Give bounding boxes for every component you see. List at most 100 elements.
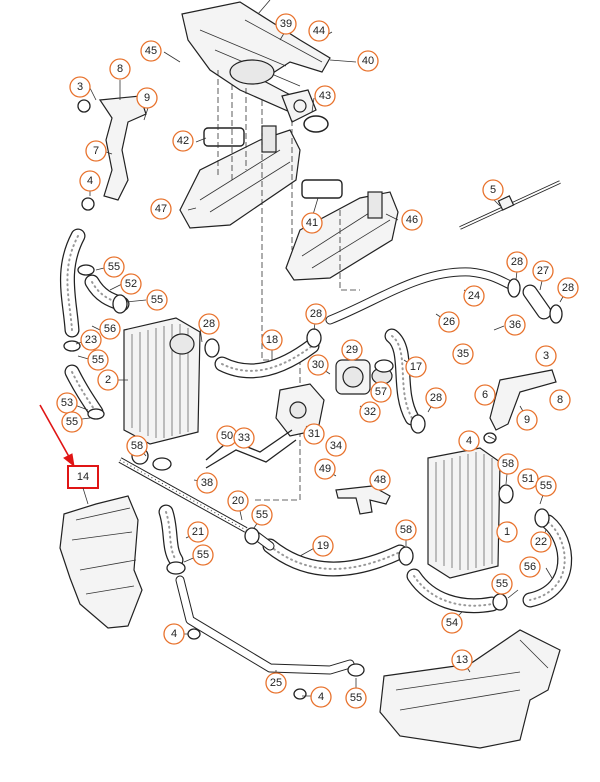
callout-7: 7 [85,140,107,162]
callout-47: 47 [150,198,172,220]
callout-49: 49 [314,458,336,480]
callout-label: 55 [256,509,268,521]
cable-tie-5 [459,180,561,230]
callout-22: 22 [530,531,552,553]
highlight-arrow [39,404,75,468]
callout-label: 3 [543,350,549,362]
callout-label: 55 [108,261,120,273]
callout-label: 55 [496,578,508,590]
callout-5: 5 [482,179,504,201]
callout-55: 55 [103,256,125,278]
hose-21 [158,504,184,568]
callout-58: 58 [126,435,148,457]
callout-label: 58 [502,458,514,470]
callout-label: 4 [466,435,472,447]
intercooler-right [427,447,501,579]
callout-3: 3 [535,345,557,367]
callout-8: 8 [549,389,571,411]
callout-label: 55 [66,416,78,428]
callout-36: 36 [504,314,526,336]
callout-label: 27 [537,265,549,277]
callout-54: 54 [441,612,463,634]
callout-label: 17 [410,361,422,373]
callout-38: 38 [196,472,218,494]
callout-9: 9 [516,409,538,431]
callout-28: 28 [198,313,220,335]
callout-label: 4 [318,691,324,703]
hose-22 [522,514,573,608]
callout-55: 55 [61,411,83,433]
callout-57: 57 [370,381,392,403]
intake-lower-47 [179,125,301,229]
callout-label: 20 [232,495,244,507]
callout-label: 56 [524,561,536,573]
air-guide-14 [59,495,143,629]
o-ring-43 [303,115,329,133]
callout-label: 34 [330,440,342,452]
callout-label: 49 [319,463,331,475]
throttle-29 [335,359,371,395]
callout-28: 28 [305,303,327,325]
bracket-7 [98,95,147,201]
callout-58: 58 [395,519,417,541]
callout-20: 20 [227,490,249,512]
callout-40: 40 [357,50,379,72]
callout-31: 31 [303,423,325,445]
callout-label: 28 [562,282,574,294]
callout-29: 29 [341,339,363,361]
callout-label: 19 [317,540,329,552]
callout-9: 9 [136,87,158,109]
callout-55: 55 [251,504,273,526]
callout-30: 30 [307,354,329,376]
callout-24: 24 [463,285,485,307]
callout-label: 43 [319,90,331,102]
hose-18 [214,338,320,379]
callout-label: 2 [105,374,111,386]
air-guide-13 [379,629,561,749]
callout-label: 21 [192,526,204,538]
callout-label: 44 [313,25,325,37]
callout-28: 28 [506,251,528,273]
callout-label: 38 [201,477,213,489]
hose-17 [384,328,420,426]
callout-label: 58 [131,440,143,452]
highlight-label: 14 [77,471,89,483]
callout-28: 28 [557,277,579,299]
callout-39: 39 [275,13,297,35]
intake-manifold-upper [181,1,331,113]
callout-55: 55 [345,687,367,709]
hose-27 [522,284,552,320]
callout-35: 35 [452,343,474,365]
callout-3: 3 [69,76,91,98]
callout-26: 26 [438,311,460,333]
callout-label: 26 [443,316,455,328]
callout-label: 28 [511,256,523,268]
callout-label: 18 [266,334,278,346]
callout-label: 45 [145,45,157,57]
pipe-25 [175,575,355,675]
callout-label: 9 [144,92,150,104]
assembly-dashed-lines [217,70,360,501]
hose-54 [406,568,500,614]
callout-2: 2 [97,369,119,391]
callout-label: 30 [312,359,324,371]
callout-label: 28 [203,318,215,330]
callout-21: 21 [187,521,209,543]
bracket-6 [489,369,557,431]
callout-label: 7 [93,145,99,157]
callout-label: 4 [87,175,93,187]
callout-4: 4 [310,686,332,708]
callout-17: 17 [405,356,427,378]
callout-label: 39 [280,18,292,30]
callout-label: 29 [346,344,358,356]
callout-41: 41 [301,212,323,234]
callout-55: 55 [491,573,513,595]
callout-4: 4 [163,623,185,645]
callout-56: 56 [99,318,121,340]
callout-label: 47 [155,203,167,215]
highlight-box-14: 14 [67,465,99,505]
pipe-24 [325,267,517,325]
callout-label: 32 [364,406,376,418]
callout-label: 36 [509,319,521,331]
